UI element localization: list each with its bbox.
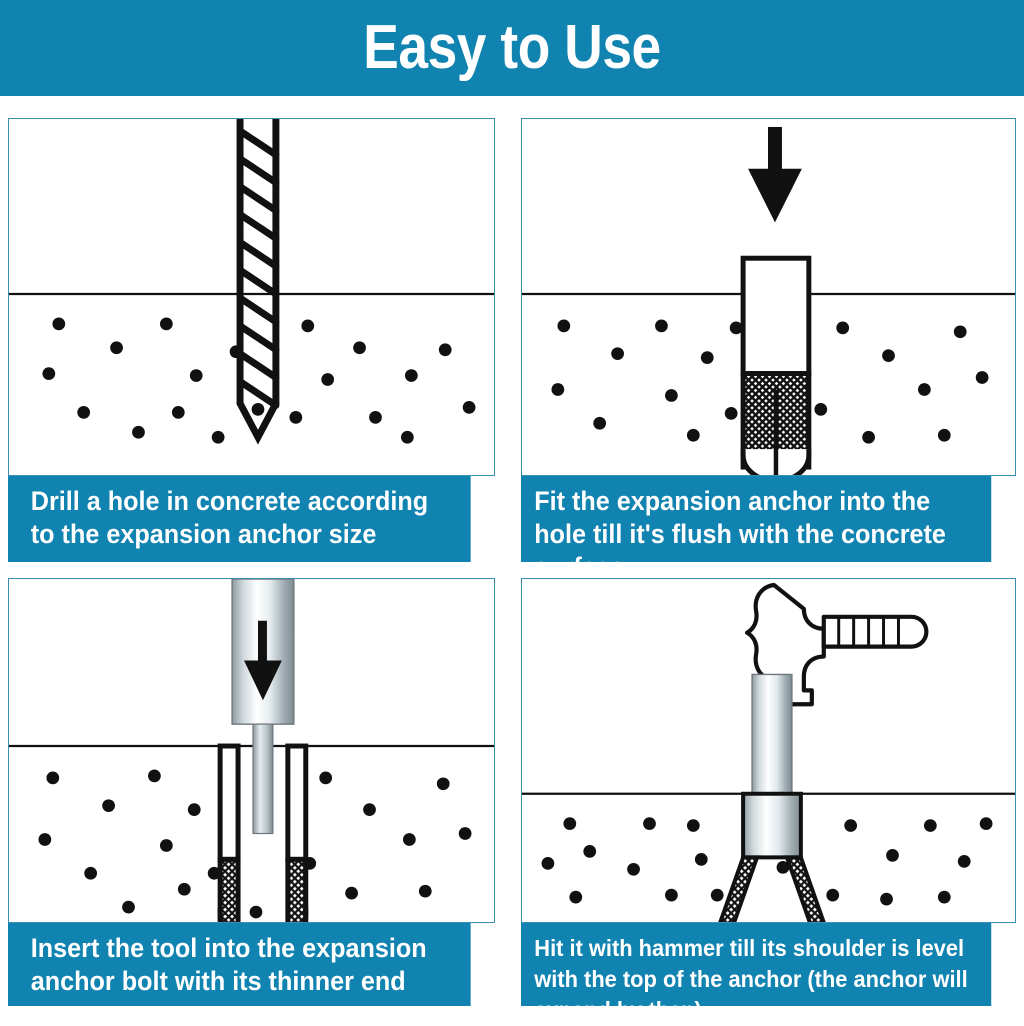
down-arrow-icon — [748, 126, 802, 223]
steps-grid: Drill a hole in concrete according to th… — [0, 100, 1024, 1024]
step-panel-2: Fit the expansion anchor into the hole t… — [521, 118, 1016, 582]
step-1-caption: Drill a hole in concrete according to th… — [8, 476, 471, 562]
step-panel-1: Drill a hole in concrete according to th… — [8, 118, 495, 562]
expansion-anchor — [217, 743, 309, 922]
step-4-caption: Hit it with hammer till its shoulder is … — [521, 923, 992, 1023]
drill-bit-scene — [9, 119, 494, 445]
concrete-dots — [38, 769, 472, 919]
step-1-illustration — [8, 118, 495, 476]
step-2-illustration — [521, 118, 1016, 476]
step-3-illustration — [8, 578, 495, 923]
step-panel-3: Insert the tool into the expansion ancho… — [8, 578, 495, 1006]
step-4-illustration — [521, 578, 1016, 923]
step-3-caption: Insert the tool into the expansion ancho… — [8, 923, 471, 1006]
page-title: Easy to Use — [363, 13, 661, 82]
setting-tool — [741, 673, 803, 860]
thin-pin — [252, 723, 274, 835]
concrete-dots — [541, 817, 993, 906]
step-panel-4: Hit it with hammer till its shoulder is … — [521, 578, 1016, 1023]
tool-down-arrow-icon — [244, 620, 282, 701]
concrete-ground — [9, 744, 494, 919]
helical-drill-bit — [236, 119, 280, 445]
tool-shoulder — [741, 791, 803, 860]
setting-tool-scene — [9, 579, 494, 922]
step-2-caption: Fit the expansion anchor into the hole t… — [521, 476, 992, 582]
expansion-anchor — [740, 255, 812, 475]
header-banner: Easy to Use — [0, 0, 1024, 96]
anchor-insert-scene — [522, 126, 1015, 475]
setting-tool — [231, 579, 295, 835]
hammer-strike-scene — [522, 582, 1015, 922]
expanded-anchor-legs — [718, 855, 826, 922]
